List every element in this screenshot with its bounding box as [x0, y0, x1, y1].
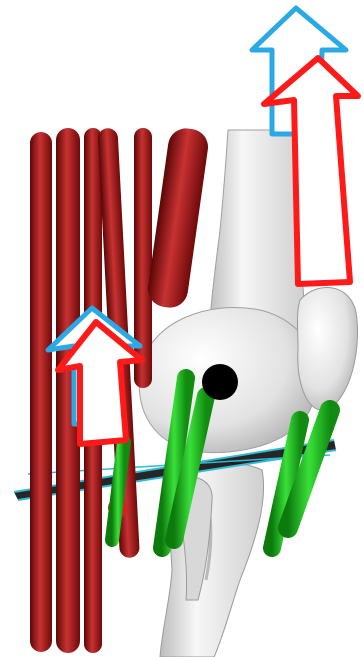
muscle-bundle — [134, 128, 152, 388]
muscle-bundle — [30, 132, 52, 652]
rotation-axis-marker — [202, 364, 238, 400]
patella-bone — [298, 288, 358, 411]
muscle-bundle — [146, 126, 211, 310]
